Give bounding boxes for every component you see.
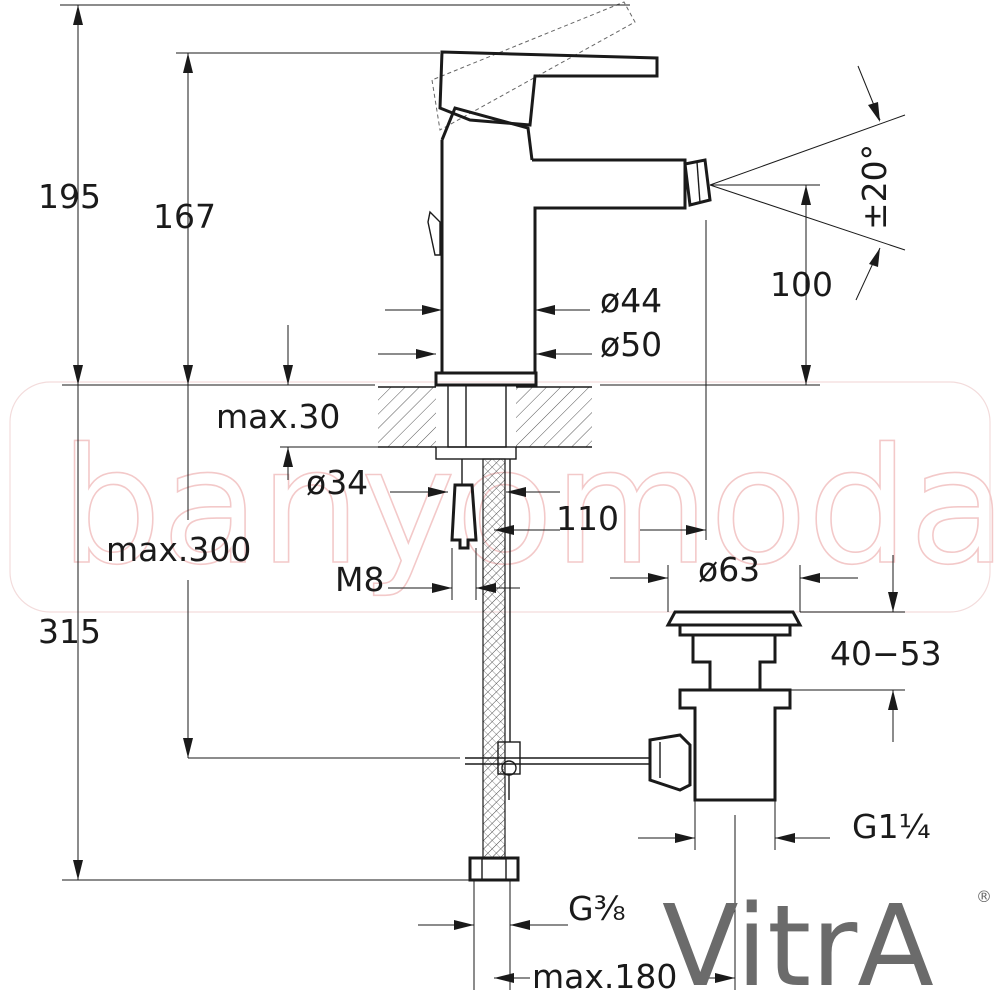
dimension-labels: 195 167 ±20° 100 ø44 ø50 max.30 ø34 110 … xyxy=(38,144,942,996)
dim-hole-diameter: ø34 xyxy=(306,463,368,502)
dim-stud-thread: M8 xyxy=(335,560,384,599)
dim-nozzle-height: 100 xyxy=(770,265,833,304)
dim-reach: 110 xyxy=(556,499,619,538)
vitra-logo: VitrA ® xyxy=(662,882,992,1000)
dim-base-diameter: ø50 xyxy=(600,325,662,364)
dim-max-hose-length: max.300 xyxy=(106,530,251,569)
dim-waste-thread: G1¼ xyxy=(852,807,931,846)
below-deck-assembly xyxy=(435,384,650,882)
dim-spray-angle: ±20° xyxy=(855,144,894,230)
dim-max-deck-thickness: max.30 xyxy=(216,397,340,436)
dim-waste-diameter: ø63 xyxy=(698,550,760,589)
dim-body-diameter: ø44 xyxy=(600,281,662,320)
waste-assembly xyxy=(648,610,803,802)
dim-below-deck-length: 315 xyxy=(38,612,101,651)
logo-text: VitrA xyxy=(662,882,934,1000)
dim-max-pop-up: max.180 xyxy=(532,957,677,996)
dim-overall-height: 195 xyxy=(38,177,101,216)
dim-inlet-thread: G⅜ xyxy=(568,889,626,928)
deck-section xyxy=(378,386,592,448)
dim-spout-height: 167 xyxy=(153,197,216,236)
faucet-body xyxy=(427,1,712,387)
dimension-lines xyxy=(60,4,906,990)
registered-mark: ® xyxy=(976,887,992,906)
dim-waste-range: 40−53 xyxy=(830,634,942,673)
